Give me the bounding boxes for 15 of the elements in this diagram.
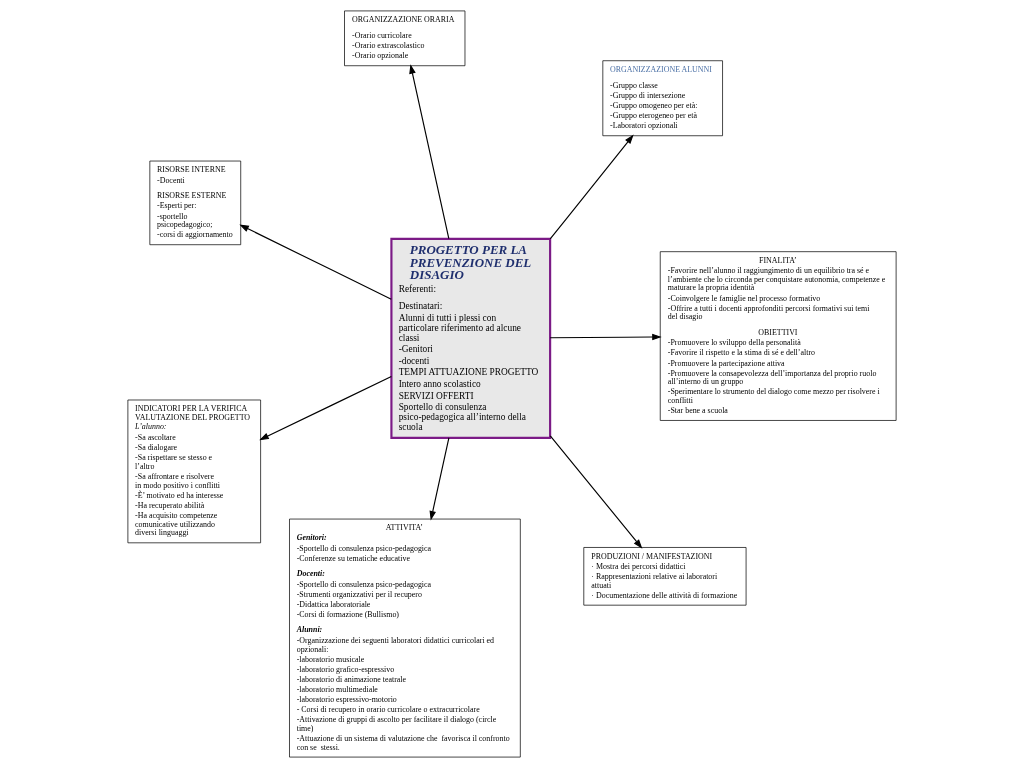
arrow [409, 64, 450, 240]
node-box: PRODUZIONI / MANIFESTAZIONI · Mostra dei percorsi didattici · Rappresentazioni relative ai laboratori attuati · Documentazione delle attività di formazione [583, 547, 747, 606]
arrow [239, 224, 392, 300]
node-box: INDICATORI PER LA VERIFICA VALUTAZIONE DEL PROGETTO L’alunno: -Sa ascoltare -Sa dialogare -Sa rispettare se stesso e l’altro -Sa affrontare e risolvere in modo positivo i conflitti -È’ motivato ed ha interesse -Ha recuperato abilità -Ha acquisito competenze comunicative utilizzando diversi linguaggi [127, 399, 261, 544]
node-box: ORGANIZZAZIONE ORARIA -Orario curricolare -Orario extrascolastico -Orario opzionale [344, 10, 466, 67]
node-box: FINALITA’ -Favorire nell’alunno il raggiungimento di un equilibrio tra sé e l’ambiente che lo circonda per conquistare autonomia, competenze e maturare la propria identità -Coinvolgere le famiglie nel processo formativo -Offrire a tutti i docenti approfonditi percorsi formativi sui temi del disagio OBIETTIVI -Promuovere lo sviluppo della personalità -Favorire il rispetto e la stima di sé e dell’altro -Promuovere la partecipazione attiva -Promuovere la consapevolezza dell’importanza del proprio ruolo all’interno di un gruppo -Sperimentare lo strumento del dialogo come mezzo per risolvere i conflitti -Star bene a scuola [659, 251, 897, 421]
arrow [549, 435, 643, 549]
arrow [429, 437, 450, 521]
arrow [549, 333, 662, 341]
arrow [259, 376, 392, 441]
node-box: ORGANIZZAZIONE ALUNNI -Gruppo classe -Gruppo di intersezione -Gruppo omogeneo per età: -Gruppo eterogeneo per età -Laboratori opzionali [602, 60, 723, 137]
node-box: RISORSE INTERNE -Docenti RISORSE ESTERNE -Esperti per: -sportello psicopedagogico; -corsi di aggiornamento [149, 160, 242, 246]
node-box: PROGETTO PER LA PREVENZIONE DEL DISAGIO Referenti: Destinatari: Alunni di tutti i plessi con particolare riferimento ad alcune classi -Genitori -docenti TEMPI ATTUAZIONE PROGETTO Intero anno scolastico SERVIZI OFFERTI Sportello di consulenza psico-pedagogica all’interno della scuola [390, 237, 552, 439]
node-box: ATTIVITA’ Genitori: -Sportello di consulenza psico-pedagogica -Conferenze su tematiche educative Docenti: -Sportello di consulenza psico-pedagogica -Strumenti organizzativi per il recupero -Didattica laboratoriale -Corsi di formazione (Bullismo) Alunni: -Organizzazione dei seguenti laboratori didattici curricolari ed opzionali: -laboratorio musicale -laboratorio grafico-espressivo -laboratorio di animazione teatrale -laboratorio multimediale -laboratorio espressivo-motorio - Corsi di recupero in orario curricolare o extracurricolare -Attivazione di gruppi di ascolto per facilitare il dialogo (circle time) -Attuazione di un sistema di valutazione che favorisca il confronto con se stessi. [289, 518, 521, 758]
arrow [549, 134, 634, 240]
